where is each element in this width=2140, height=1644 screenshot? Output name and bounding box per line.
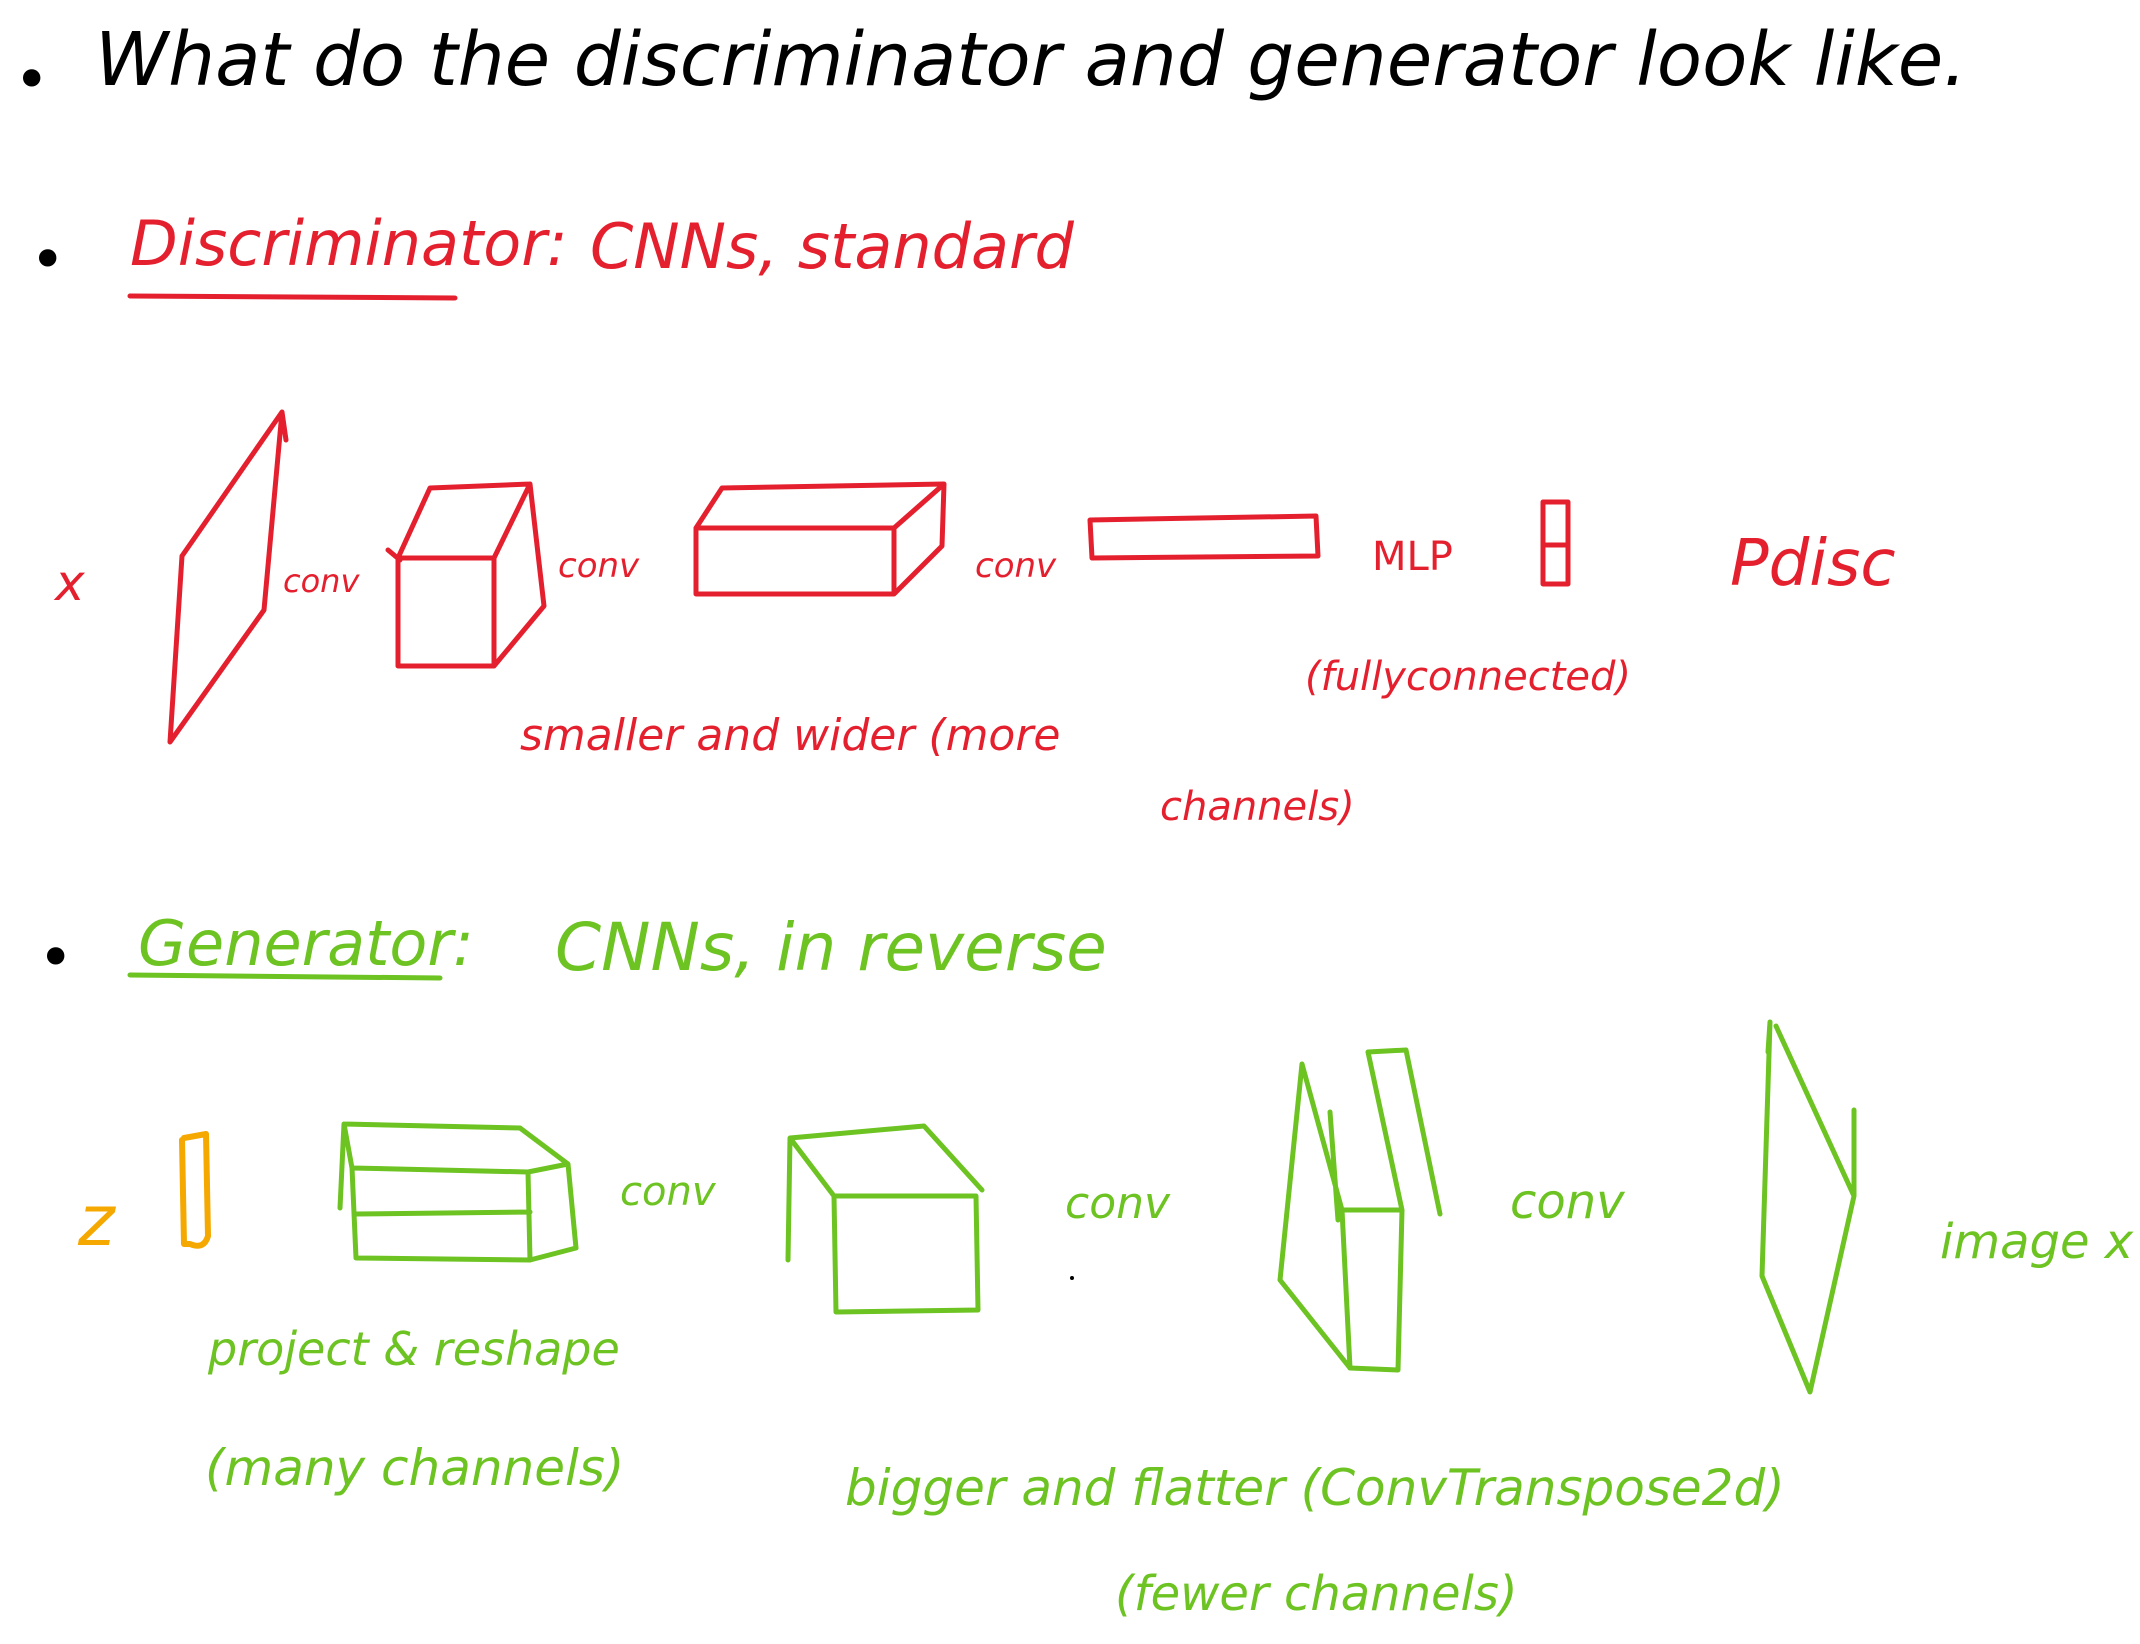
discriminator-output-neuron	[1540, 499, 1571, 587]
discriminator-fc-note: (fullyconnected)	[1305, 654, 1631, 700]
generator-title: Generator:	[138, 907, 474, 980]
generator-size-note-line1: bigger and flatter (ConvTranspose2d)	[845, 1459, 1785, 1517]
generator-conv-label-3: conv	[1510, 1174, 1625, 1230]
discriminator-input-label: x	[53, 554, 85, 612]
discriminator-subtitle: CNNs, standard	[590, 210, 1075, 283]
discriminator-title-underline	[127, 293, 458, 301]
discriminator-conv-label-2: conv	[558, 546, 640, 586]
generator-size-note-line2: (fewer channels)	[1115, 1566, 1518, 1622]
generator-input-label: z	[77, 1180, 117, 1262]
header-bullet: •	[14, 45, 49, 115]
generator-latent-vector	[179, 1131, 211, 1249]
generator-project-note-line1: project & reshape	[207, 1322, 620, 1376]
generator-conv-label-2: conv	[1065, 1178, 1171, 1229]
discriminator-input-plane	[167, 409, 289, 745]
discriminator-output-label: Pdisc	[1730, 527, 1896, 601]
generator-bullet: •	[38, 923, 73, 993]
discriminator-size-note-line1: smaller and wider (more	[520, 710, 1061, 761]
discriminator-feature-cube-1	[385, 481, 547, 669]
generator-project-note-line2: (many channels)	[205, 1439, 624, 1497]
generator-feature-block-2	[1277, 1047, 1443, 1373]
header-question: What do the discriminator and generator …	[95, 17, 1967, 103]
discriminator-conv-label-1: conv	[283, 562, 360, 600]
generator-conv-label-1: conv	[620, 1169, 717, 1215]
stray-dot	[1070, 1276, 1074, 1280]
generator-output-image	[1759, 1019, 1857, 1395]
generator-subtitle: CNNs, in reverse	[555, 909, 1107, 986]
discriminator-conv-label-3: conv	[975, 546, 1057, 586]
discriminator-section: • Discriminator: CNNs, standard x conv c…	[30, 207, 1896, 830]
generator-feature-cube-1	[785, 1123, 985, 1315]
generator-output-label: image x	[1940, 1214, 2134, 1270]
discriminator-title: Discriminator:	[130, 207, 568, 280]
discriminator-mlp-label: MLP	[1372, 534, 1453, 580]
discriminator-feature-cube-2	[693, 481, 947, 597]
generator-projected-block	[337, 1121, 579, 1263]
discriminator-flat-vector	[1087, 513, 1321, 561]
header: • What do the discriminator and generato…	[14, 17, 1967, 115]
discriminator-bullet: •	[30, 225, 65, 295]
generator-title-underline	[127, 972, 443, 981]
discriminator-size-note-line2: channels)	[1160, 784, 1355, 830]
generator-section: • Generator: CNNs, in reverse z conv con…	[38, 907, 2134, 1622]
